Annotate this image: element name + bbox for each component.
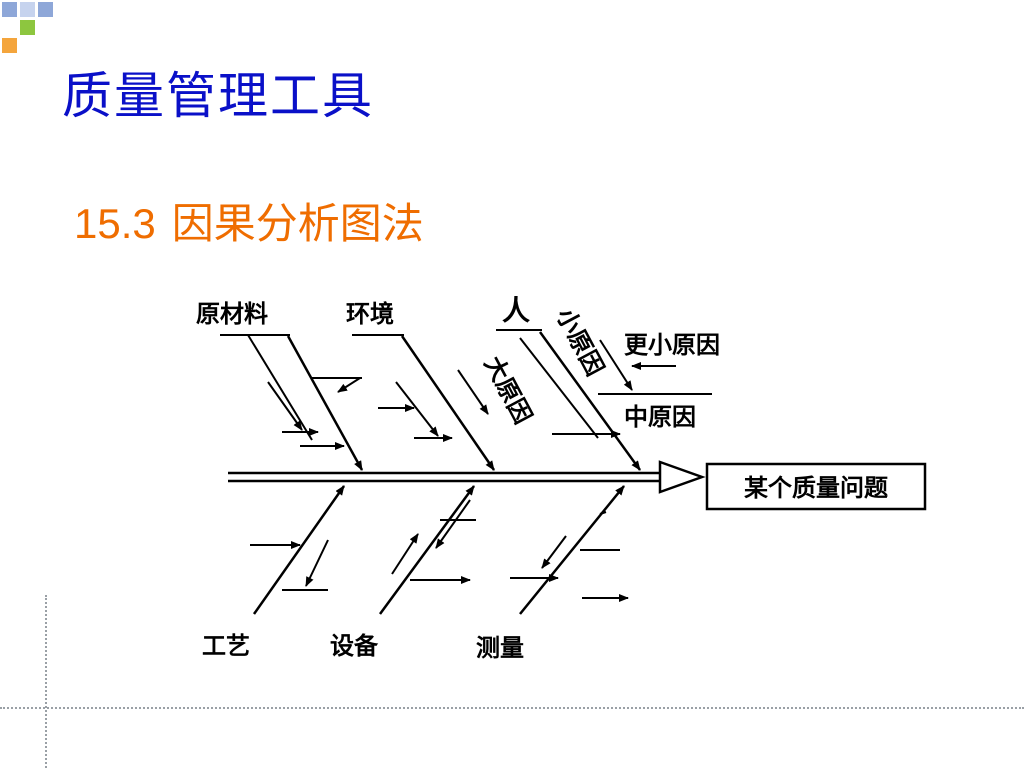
annotation-medium-cause: 中原因: [624, 403, 696, 431]
annotation-smaller-cause: 更小原因: [624, 331, 720, 359]
spine-arrowhead: [658, 460, 706, 494]
slide-logo-icon: [2, 2, 53, 53]
cause-branch-top-2: [352, 334, 496, 471]
cause-label-top-3: 人: [502, 294, 530, 327]
cause-label-bottom-3: 测量: [476, 634, 524, 662]
guide-line-horizontal: [0, 707, 1024, 709]
cause-branch-bottom-3: [510, 485, 629, 615]
cause-label-bottom-1: 工艺: [202, 632, 250, 660]
section-heading: 15.3 因果分析图法: [74, 190, 424, 251]
cause-branch-top-3: [457, 329, 712, 471]
effect-box: 某个质量问题: [705, 462, 927, 511]
effect-label: 某个质量问题: [744, 474, 888, 502]
annotation-major-cause: 大原因: [479, 352, 538, 429]
section-number: 15.3: [74, 200, 156, 247]
page-title: 质量管理工具: [62, 67, 374, 125]
section-title: 因果分析图法: [171, 199, 424, 248]
cause-label-top-1: 原材料: [196, 300, 268, 328]
cause-branch-bottom-1: [250, 485, 346, 615]
cause-label-top-2: 环境: [346, 300, 394, 328]
spine: [228, 460, 706, 494]
cause-label-bottom-2: 设备: [330, 632, 379, 660]
cause-branch-bottom-2: [378, 485, 476, 615]
guide-line-vertical: [45, 595, 47, 768]
cause-branch-top-1: [220, 334, 364, 471]
